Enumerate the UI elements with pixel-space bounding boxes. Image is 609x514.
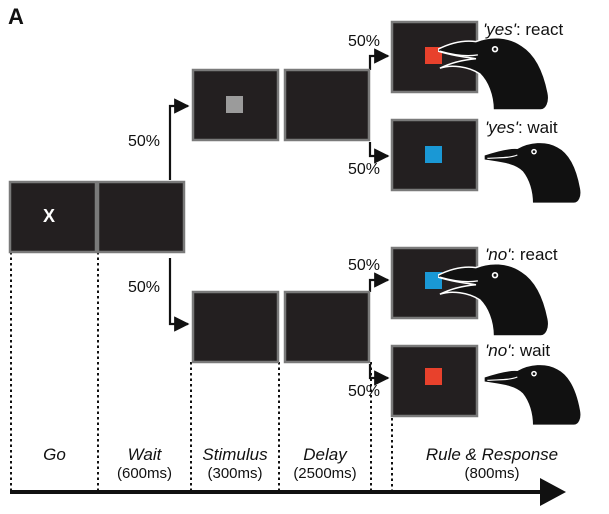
go-screen <box>8 180 98 254</box>
go-cue-x: X <box>43 206 56 226</box>
outcome-no-wait: 'no': wait <box>485 341 551 360</box>
branch-arrow-upper <box>168 98 190 180</box>
branch-arrow-yes-react <box>368 48 390 70</box>
crow-waiting-icon-yes <box>484 141 582 204</box>
panel-label: A <box>8 4 24 29</box>
percent-yes-react: 50% <box>348 33 381 50</box>
phase-delay-label: Delay <box>303 445 347 464</box>
red-stimulus-yes-react <box>425 47 442 64</box>
time-axis-arrowhead <box>540 478 566 506</box>
phase-delay-duration: (2500ms) <box>293 465 357 482</box>
percent-no-react: 50% <box>348 257 381 274</box>
percent-upper-branch: 50% <box>128 133 161 150</box>
branch-arrow-no-react <box>368 272 390 292</box>
blue-stimulus-no-react <box>425 272 442 289</box>
phase-stimulus-label: Stimulus <box>202 445 268 464</box>
outcome-yes-react: 'yes': react <box>483 20 564 39</box>
phase-wait-label: Wait <box>127 445 162 464</box>
percent-yes-wait: 50% <box>348 161 381 178</box>
delay-screen-lower <box>283 290 371 364</box>
phase-separators <box>10 252 393 490</box>
outcome-yes-wait: 'yes': wait <box>485 118 558 137</box>
phase-wait-duration: (600ms) <box>116 465 172 482</box>
blue-stimulus-yes-wait <box>425 146 442 163</box>
wait-screen <box>96 180 186 254</box>
branch-arrow-yes-wait <box>368 142 390 164</box>
red-stimulus-no-wait <box>425 368 442 385</box>
phase-rule-response-label: Rule & Response <box>425 445 559 464</box>
percent-no-wait: 50% <box>348 383 381 400</box>
branch-arrow-lower <box>168 258 190 332</box>
delay-screen-upper <box>283 68 371 142</box>
percent-lower-branch: 50% <box>128 279 161 296</box>
outcome-no-react: 'no': react <box>485 245 558 264</box>
crow-waiting-icon-no <box>484 363 582 426</box>
gray-stimulus <box>226 96 243 113</box>
phase-rule-response-duration: (800ms) <box>464 465 520 482</box>
stimulus-screen-lower <box>191 290 280 364</box>
phase-stimulus-duration: (300ms) <box>207 465 263 482</box>
response-screen-yes-wait <box>390 118 479 192</box>
phase-go-label: Go <box>43 445 66 464</box>
branch-arrow-no-wait <box>368 364 390 386</box>
